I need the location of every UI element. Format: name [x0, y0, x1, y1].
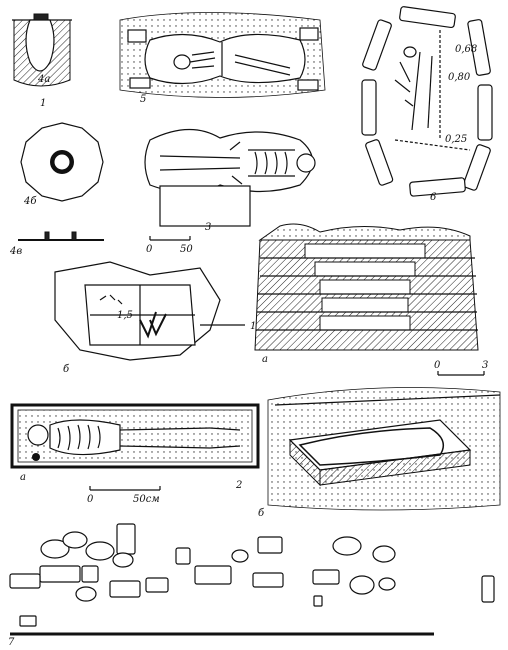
fig-6-measure-top: 0,68 — [455, 44, 477, 55]
fig-4a-label: 4а — [37, 74, 50, 85]
fig-2-sub-a: а — [20, 472, 26, 483]
fig-3-scale-end: 50 — [180, 244, 193, 255]
fig-2-sub-b: б — [258, 508, 265, 519]
cist-measure: 1,5 — [117, 310, 133, 321]
fig-7-number: 7 — [8, 637, 15, 648]
fig-4b-label: 4б — [23, 196, 37, 207]
fig-2-number: 2 — [235, 480, 242, 491]
cist-sub-b: б — [63, 364, 70, 375]
artifact-group-drawing — [9, 523, 495, 636]
fig-6-number: 6 — [430, 192, 437, 203]
wall-scale-end: 3 — [482, 360, 488, 371]
pot-in-pit-drawing — [12, 13, 72, 87]
fig-6-measure-low: 0,25 — [445, 134, 467, 145]
wall-sub-a: а — [262, 354, 268, 365]
wall-callout: 1 — [250, 321, 256, 332]
wall-scale-bar — [437, 371, 485, 376]
stone-cist-drawing — [361, 6, 493, 197]
log-chamber-drawing — [267, 387, 501, 511]
wall-scale-start: 0 — [434, 360, 441, 371]
cist-plan-drawing — [54, 261, 245, 361]
fig-2-scale-start: 0 — [87, 494, 94, 505]
decagonal-plate-drawing — [20, 122, 104, 202]
plate-profile-drawing — [18, 231, 104, 241]
stone-wall-drawing — [254, 223, 479, 351]
double-burial-drawing — [119, 12, 326, 98]
fig-5-number: 5 — [140, 94, 146, 105]
fig-3-scale-bar — [149, 236, 191, 241]
fig-3-scale-start: 0 — [146, 244, 153, 255]
fig-4v-label: 4в — [9, 246, 22, 257]
frame-skeleton-drawing — [10, 403, 260, 469]
fig-2-scale-bar — [89, 486, 161, 491]
fig-2-scale-end: 50см — [133, 494, 160, 505]
fig-1-number: 1 — [40, 98, 46, 109]
skeleton-burial-drawing — [144, 128, 316, 227]
fig-3-number: 3 — [205, 222, 211, 233]
fig-6-measure-mid: 0,80 — [448, 72, 471, 83]
